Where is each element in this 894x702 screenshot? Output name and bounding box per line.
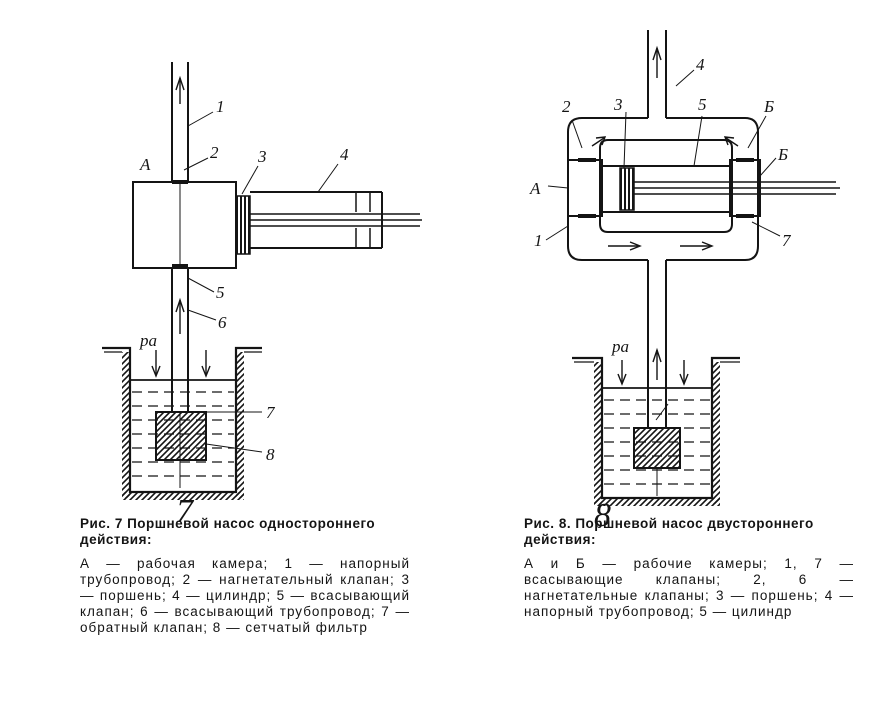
label-2: 2 — [562, 97, 571, 116]
figure-8-caption: Рис. 8. Поршневой насос двустороннего де… — [524, 516, 854, 620]
label-3: 3 — [613, 95, 623, 114]
label-7: 7 — [782, 231, 792, 250]
single-acting-pump-diagram — [102, 62, 422, 500]
figure-number-7: 7 — [176, 493, 195, 530]
discharge-pipe — [171, 62, 189, 182]
label-3: 3 — [257, 147, 267, 166]
flow-arrows — [591, 136, 739, 251]
piston — [235, 195, 251, 255]
figure-8-caption-title: Рис. 8. Поршневой насос двустороннего де… — [524, 516, 814, 547]
figure-7-caption-title: Рис. 7 Поршневой насос одностороннего де… — [80, 516, 376, 547]
label-chamber-a: А — [529, 179, 541, 198]
label-5: 5 — [698, 95, 707, 114]
label-chamber-b-right: Б — [777, 145, 788, 164]
double-acting-pump-diagram — [545, 30, 840, 506]
suction-pipe — [647, 260, 667, 428]
label-pa: pа — [139, 331, 157, 350]
suction-pipe — [171, 268, 189, 412]
mesh-filter — [155, 411, 207, 461]
label-4: 4 — [340, 145, 349, 164]
label-chamber-a: А — [139, 155, 151, 174]
figure-7-caption-body: А — рабочая камера; 1 — напорный трубопр… — [80, 556, 410, 635]
figure-number-8: 8 — [594, 497, 611, 534]
piston-rod — [634, 181, 840, 195]
label-6: 6 — [218, 313, 227, 332]
valves — [578, 158, 754, 218]
label-2: 2 — [210, 143, 219, 162]
working-chamber-a — [567, 159, 603, 217]
label-8: 8 — [266, 445, 275, 464]
piston — [619, 167, 635, 211]
label-pa: pа — [611, 337, 629, 356]
leader-lines — [183, 111, 339, 453]
cylinder — [601, 165, 731, 213]
leader-lines — [545, 69, 781, 421]
figure-7-caption: Рис. 7 Поршневой насос одностороннего де… — [80, 516, 410, 636]
label-5: 5 — [216, 283, 225, 302]
label-1: 1 — [216, 97, 225, 116]
label-chamber-b-top: Б — [763, 97, 774, 116]
label-7: 7 — [266, 403, 276, 422]
reservoir — [102, 346, 262, 500]
label-4: 4 — [696, 55, 705, 74]
figure-8-caption-body: А и Б — рабочие камеры; 1, 7 — всасывающ… — [524, 556, 854, 619]
piston-rod — [250, 213, 422, 227]
working-chamber-a — [132, 181, 237, 269]
discharge-pipe — [647, 30, 667, 118]
mesh-filter — [633, 427, 681, 469]
label-1: 1 — [534, 231, 543, 250]
